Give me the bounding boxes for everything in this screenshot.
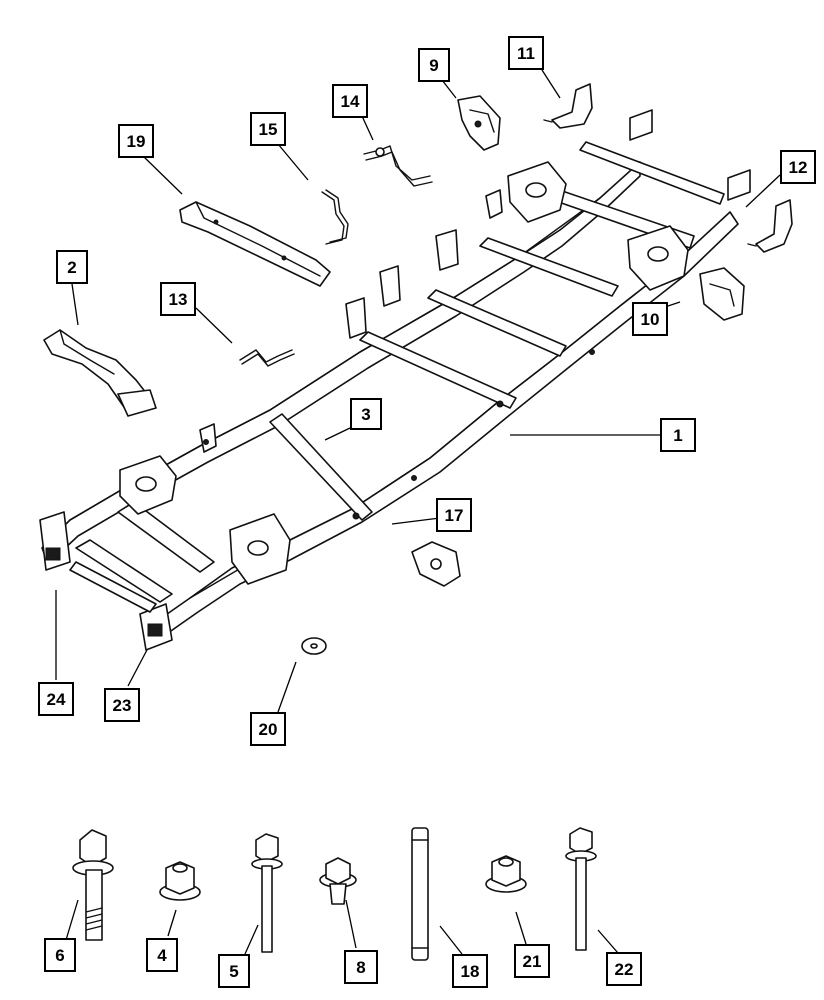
callout-13: 13: [160, 282, 196, 316]
callout-21: 21: [514, 944, 550, 978]
tube-part-14: [363, 145, 433, 187]
callout-12: 12: [780, 150, 816, 184]
crossmember-part-2: [43, 329, 157, 417]
leader-lines: [55, 69, 781, 955]
callout-11: 11: [508, 36, 544, 70]
bolt-part-22: [565, 827, 597, 951]
callout-1: 1: [660, 418, 696, 452]
callout-4: 4: [146, 938, 178, 972]
callout-3: 3: [350, 398, 382, 430]
callout-20: 20: [250, 712, 286, 746]
callout-10: 10: [632, 302, 668, 336]
callout-8: 8: [344, 950, 378, 984]
callout-6: 6: [44, 938, 76, 972]
bolt-part-5: [251, 833, 283, 953]
stud-part-18: [411, 827, 429, 961]
tube-part-15: [321, 189, 349, 245]
callout-9: 9: [418, 48, 450, 82]
tube-part-13: [239, 349, 295, 367]
callout-23: 23: [104, 688, 140, 722]
callout-19: 19: [118, 124, 154, 158]
callout-22: 22: [606, 952, 642, 986]
bracket-part-12: [747, 199, 793, 253]
callout-18: 18: [452, 954, 488, 988]
bracket-part-9: [457, 95, 501, 151]
washer-part-20: [301, 637, 327, 655]
callout-5: 5: [218, 954, 250, 988]
frame-assembly: [39, 109, 751, 651]
callout-14: 14: [332, 84, 368, 118]
callout-24: 24: [38, 682, 74, 716]
crossmember-part-19: [179, 201, 331, 287]
nut-part-21: [485, 855, 527, 893]
callout-2: 2: [56, 250, 88, 284]
nut-part-8: [319, 857, 357, 905]
callout-17: 17: [436, 498, 472, 532]
nut-part-4: [159, 861, 201, 901]
callout-15: 15: [250, 112, 286, 146]
mount-part-10: [699, 267, 745, 321]
front-assembly-part-23: [69, 561, 157, 613]
bolt-part-6: [72, 829, 114, 941]
bracket-part-11: [543, 83, 593, 129]
bracket-part-17: [411, 541, 461, 587]
